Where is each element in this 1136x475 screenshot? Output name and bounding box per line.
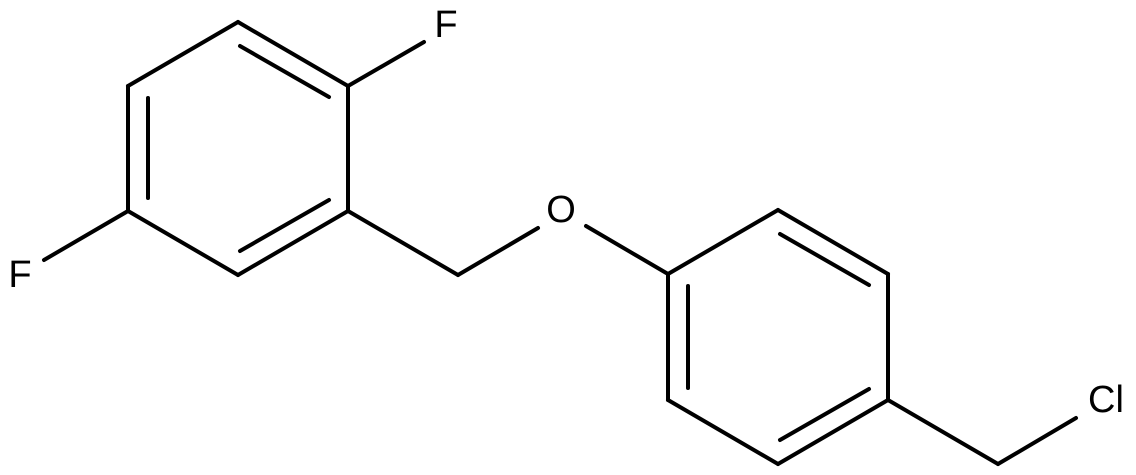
bond-ring-b-2 [776, 208, 890, 276]
bond-ch2-cl [996, 416, 1078, 466]
bond-ring-b-1 [666, 208, 780, 276]
atom-label-cl: Cl [1088, 379, 1124, 421]
bond-ring-a-3 [236, 209, 350, 277]
bond-o-ring-b [584, 224, 670, 276]
atom-label-o-ether: O [546, 189, 576, 231]
bond-ring-b-4 [776, 398, 890, 466]
bonds [42, 20, 1078, 466]
atom-labels: F F O Cl [8, 4, 1124, 421]
atom-label-f-top: F [434, 4, 457, 46]
bond-ring-ch2 [346, 209, 460, 277]
bond-ch2-o [456, 226, 540, 277]
bond-ring-ch2cl [886, 398, 1000, 466]
atom-label-f-left: F [8, 254, 31, 296]
bond-ring-a-4 [126, 209, 240, 277]
bond-ring-a-3-inner [238, 198, 331, 253]
bond-ring-b-5 [666, 398, 780, 466]
bond-ring-b-4-inner [778, 387, 871, 442]
bond-c-f-top [346, 40, 426, 88]
bond-ring-b-2-inner [778, 232, 871, 287]
bond-ring-a-6 [126, 20, 240, 88]
bond-c-f-left [42, 209, 130, 262]
bond-ring-a-1-inner [238, 44, 331, 99]
bond-ring-a-1 [236, 20, 350, 88]
